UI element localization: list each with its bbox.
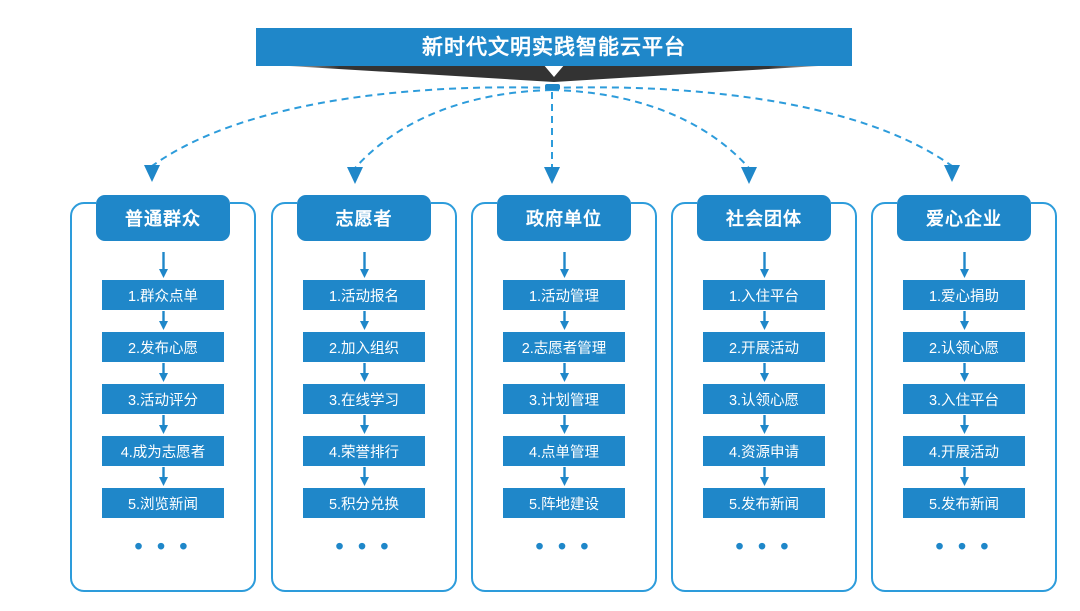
down-arrow-icon (959, 363, 969, 382)
step-item[interactable]: 1.入住平台 (703, 280, 825, 310)
step-item[interactable]: 1.群众点单 (102, 280, 224, 310)
down-arrow-icon (158, 311, 168, 330)
step-item[interactable]: 1.活动报名 (303, 280, 425, 310)
down-arrow-icon (559, 311, 569, 330)
step-item[interactable]: 2.志愿者管理 (503, 332, 625, 362)
down-arrow-icon (559, 415, 569, 434)
column-header-caring-enterprise[interactable]: 爱心企业 (897, 195, 1031, 241)
platform-banner: 新时代文明实践智能云平台 (256, 28, 852, 82)
down-arrow-icon (759, 467, 769, 486)
column-header-volunteer[interactable]: 志愿者 (297, 195, 431, 241)
more-items-ellipsis: • • • (335, 533, 393, 559)
step-item[interactable]: 3.入住平台 (903, 384, 1025, 414)
step-item[interactable]: 4.成为志愿者 (102, 436, 224, 466)
step-item[interactable]: 2.认领心愿 (903, 332, 1025, 362)
column-header-social-group[interactable]: 社会团体 (697, 195, 831, 241)
down-arrow-icon (158, 467, 168, 486)
more-items-ellipsis: • • • (935, 533, 993, 559)
column-header-general-public[interactable]: 普通群众 (96, 195, 230, 241)
step-item[interactable]: 5.发布新闻 (903, 488, 1025, 518)
down-arrow-icon (359, 252, 369, 278)
step-item[interactable]: 2.加入组织 (303, 332, 425, 362)
down-arrow-icon (559, 252, 569, 278)
column-steps: 1.入住平台 2.开展活动 3.认领心愿 4.资源申请 5.发布新闻 • • • (671, 248, 857, 558)
step-item[interactable]: 4.开展活动 (903, 436, 1025, 466)
banner-ribbon-shadow (256, 64, 852, 82)
step-item[interactable]: 2.开展活动 (703, 332, 825, 362)
down-arrow-icon (559, 467, 569, 486)
step-item[interactable]: 5.积分兑换 (303, 488, 425, 518)
down-arrow-icon (359, 363, 369, 382)
down-arrow-icon (158, 252, 168, 278)
more-items-ellipsis: • • • (735, 533, 793, 559)
step-item[interactable]: 1.活动管理 (503, 280, 625, 310)
column-volunteer[interactable]: 志愿者 1.活动报名 2.加入组织 3.在线学习 4.荣誉排行 5.积分兑换 •… (271, 195, 457, 592)
down-arrow-icon (759, 252, 769, 278)
column-general-public[interactable]: 普通群众 1.群众点单 2.发布心愿 3.活动评分 4.成为志愿者 5.浏览新闻… (70, 195, 256, 592)
column-header-government-unit[interactable]: 政府单位 (497, 195, 631, 241)
step-item[interactable]: 5.浏览新闻 (102, 488, 224, 518)
column-steps: 1.活动报名 2.加入组织 3.在线学习 4.荣誉排行 5.积分兑换 • • • (271, 248, 457, 558)
column-government-unit[interactable]: 政府单位 1.活动管理 2.志愿者管理 3.计划管理 4.点单管理 5.阵地建设… (471, 195, 657, 592)
step-item[interactable]: 3.认领心愿 (703, 384, 825, 414)
step-item[interactable]: 5.阵地建设 (503, 488, 625, 518)
more-items-ellipsis: • • • (535, 533, 593, 559)
down-arrow-icon (559, 363, 569, 382)
down-arrow-icon (959, 311, 969, 330)
step-item[interactable]: 4.点单管理 (503, 436, 625, 466)
step-item[interactable]: 4.资源申请 (703, 436, 825, 466)
platform-title: 新时代文明实践智能云平台 (422, 35, 686, 59)
down-arrow-icon (959, 467, 969, 486)
step-item[interactable]: 4.荣誉排行 (303, 436, 425, 466)
down-arrow-icon (759, 415, 769, 434)
down-arrow-icon (359, 467, 369, 486)
column-steps: 1.活动管理 2.志愿者管理 3.计划管理 4.点单管理 5.阵地建设 • • … (471, 248, 657, 558)
step-item[interactable]: 1.爱心捐助 (903, 280, 1025, 310)
banner-plate: 新时代文明实践智能云平台 (256, 28, 852, 66)
step-item[interactable]: 3.在线学习 (303, 384, 425, 414)
down-arrow-icon (359, 415, 369, 434)
down-arrow-icon (959, 415, 969, 434)
down-arrow-icon (158, 363, 168, 382)
column-steps: 1.群众点单 2.发布心愿 3.活动评分 4.成为志愿者 5.浏览新闻 • • … (70, 248, 256, 558)
step-item[interactable]: 3.计划管理 (503, 384, 625, 414)
column-social-group[interactable]: 社会团体 1.入住平台 2.开展活动 3.认领心愿 4.资源申请 5.发布新闻 … (671, 195, 857, 592)
down-arrow-icon (359, 311, 369, 330)
more-items-ellipsis: • • • (134, 533, 192, 559)
down-arrow-icon (759, 311, 769, 330)
step-item[interactable]: 5.发布新闻 (703, 488, 825, 518)
step-item[interactable]: 3.活动评分 (102, 384, 224, 414)
down-arrow-icon (158, 415, 168, 434)
down-arrow-icon (759, 363, 769, 382)
column-caring-enterprise[interactable]: 爱心企业 1.爱心捐助 2.认领心愿 3.入住平台 4.开展活动 5.发布新闻 … (871, 195, 1057, 592)
down-arrow-icon (959, 252, 969, 278)
column-steps: 1.爱心捐助 2.认领心愿 3.入住平台 4.开展活动 5.发布新闻 • • • (871, 248, 1057, 558)
step-item[interactable]: 2.发布心愿 (102, 332, 224, 362)
